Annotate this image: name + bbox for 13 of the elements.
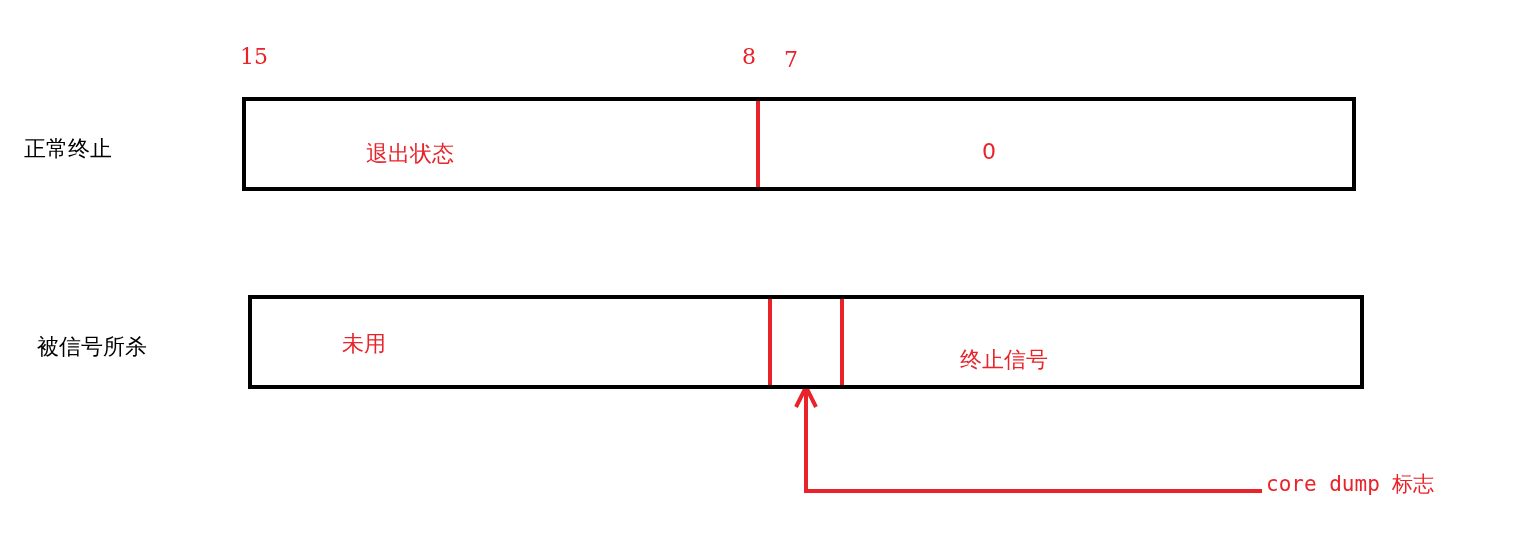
bit-number: 8 bbox=[742, 44, 756, 69]
register-bar bbox=[242, 97, 1356, 191]
field-label: 终止信号 bbox=[960, 346, 1048, 374]
register-bar bbox=[248, 295, 1364, 389]
field-label: 退出状态 bbox=[366, 140, 454, 168]
bit-number: 15 bbox=[240, 44, 268, 69]
row-label: 正常终止 bbox=[24, 135, 112, 163]
bit-number: 7 bbox=[784, 47, 798, 72]
field-label: 0 bbox=[982, 139, 996, 164]
bit-field bbox=[768, 299, 844, 385]
field-label: 未用 bbox=[342, 330, 386, 358]
row-label: 被信号所杀 bbox=[37, 333, 147, 361]
annotation-text: core dump 标志 bbox=[1266, 471, 1435, 498]
